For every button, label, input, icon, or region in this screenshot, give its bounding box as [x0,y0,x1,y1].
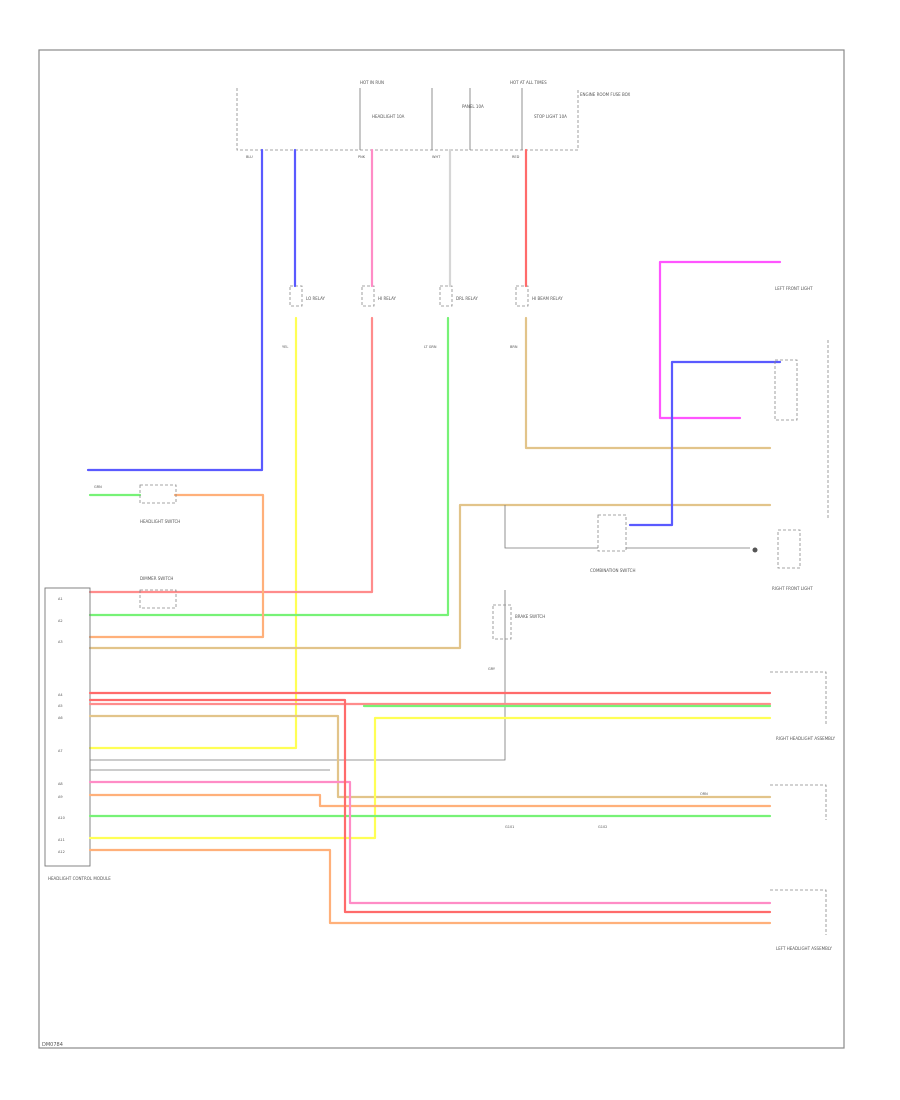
ground-label: G101 [505,825,514,829]
wire-orange-h3 [88,848,772,925]
wire-yellow [88,316,298,750]
ground-label: G102 [598,825,607,829]
wire-tan [524,316,772,450]
fuse-label: HEADLIGHT 10A [372,114,405,119]
relay-label: LO RELAY [306,296,326,301]
diagram-code: DM0784 [42,1042,63,1048]
wire-code: RED [512,155,520,159]
wire-codes: BLU PNK WHT RED YEL LT GRN BRN ORN GRY G… [94,155,708,829]
headlight-switch [139,484,177,504]
wire-pink-red [88,316,374,594]
wire-code: BLU [246,155,253,159]
relay-group: LO RELAY HI RELAY DRL RELAY HI BEAM RELA… [289,285,563,307]
wire-pink-h2 [88,780,772,905]
pin-label: A6 [58,716,63,720]
combination-switch-label: COMBINATION SWITCH [590,568,635,573]
pin-label: A9 [58,795,63,799]
wire-blue-1 [86,148,264,472]
control-module [44,587,91,867]
fuse-box-label: HOT AT ALL TIMES [510,80,547,85]
wire-code: GRY [488,667,496,671]
pin-label: A7 [58,749,63,753]
fuse-label: STOP LIGHT 10A [534,114,567,119]
right-headlight-bracket [770,671,827,725]
pin-label: A11 [58,838,65,842]
fuse-box-label: ENGINE ROOM FUSE BOX [580,92,631,97]
wire-magenta [658,260,782,420]
pin-label: A5 [58,704,63,708]
pin-label: A2 [58,619,63,623]
control-module-label: HEADLIGHT CONTROL MODULE [48,876,111,881]
dimmer-switch [139,589,177,609]
wire-code: WHT [432,155,441,159]
pin-label: A3 [58,640,63,644]
wire-orange-h [88,793,772,808]
wire-blue-3 [628,360,782,527]
right-switch [777,529,801,569]
fuse-box-label: HOT IN RUN [360,80,384,85]
wire-tan-2 [88,503,772,650]
left-front-light-label: LEFT FRONT LIGHT [775,286,813,291]
brake-switch-label: BRAKE SWITCH [515,614,545,619]
ground-icon [752,547,758,553]
diagram-frame [38,49,845,1049]
wire-orange-sw [88,493,265,639]
wire-tan-h [88,714,772,799]
wire-light-green [88,316,450,617]
right-headlight-label: RIGHT HEADLIGHT ASSEMBLY [776,736,836,741]
left-headlight-label: LEFT HEADLIGHT ASSEMBLY [776,946,833,951]
combination-switch [597,514,627,552]
pin-label: A1 [58,597,63,601]
wire-code: YEL [282,345,288,349]
wire-code: GRN [94,485,102,489]
brake-switch [492,604,512,640]
dimmer-switch-label: DIMMER SWITCH [140,576,173,581]
wire-code: BRN [510,345,518,349]
relay-label: HI BEAM RELAY [532,296,563,301]
pin-labels: A1 A2 A3 A4 A5 A6 A7 A8 A9 A10 A11 A12 [58,597,65,854]
relay-label: HI RELAY [378,296,397,301]
wire-code: LT GRN [424,345,437,349]
pin-label: A4 [58,693,63,697]
center-bracket [770,784,827,820]
pin-label: A8 [58,782,63,786]
headlight-switch-label: HEADLIGHT SWITCH [140,519,180,524]
pin-label: A12 [58,850,65,854]
wire-yellow-h [88,716,772,840]
wire-code: PNK [358,155,366,159]
fuse-box: HOT IN RUN HOT AT ALL TIMES ENGINE ROOM … [236,80,631,151]
right-module [774,359,798,421]
relay-label: DRL RELAY [456,296,478,301]
wire-red-h2 [88,698,772,914]
wire-code: ORN [700,792,708,796]
pin-label: A10 [58,816,65,820]
fuse-label: PANEL 10A [462,104,484,109]
left-headlight-bracket [770,889,827,935]
right-front-light-label: RIGHT FRONT LIGHT [772,586,813,591]
